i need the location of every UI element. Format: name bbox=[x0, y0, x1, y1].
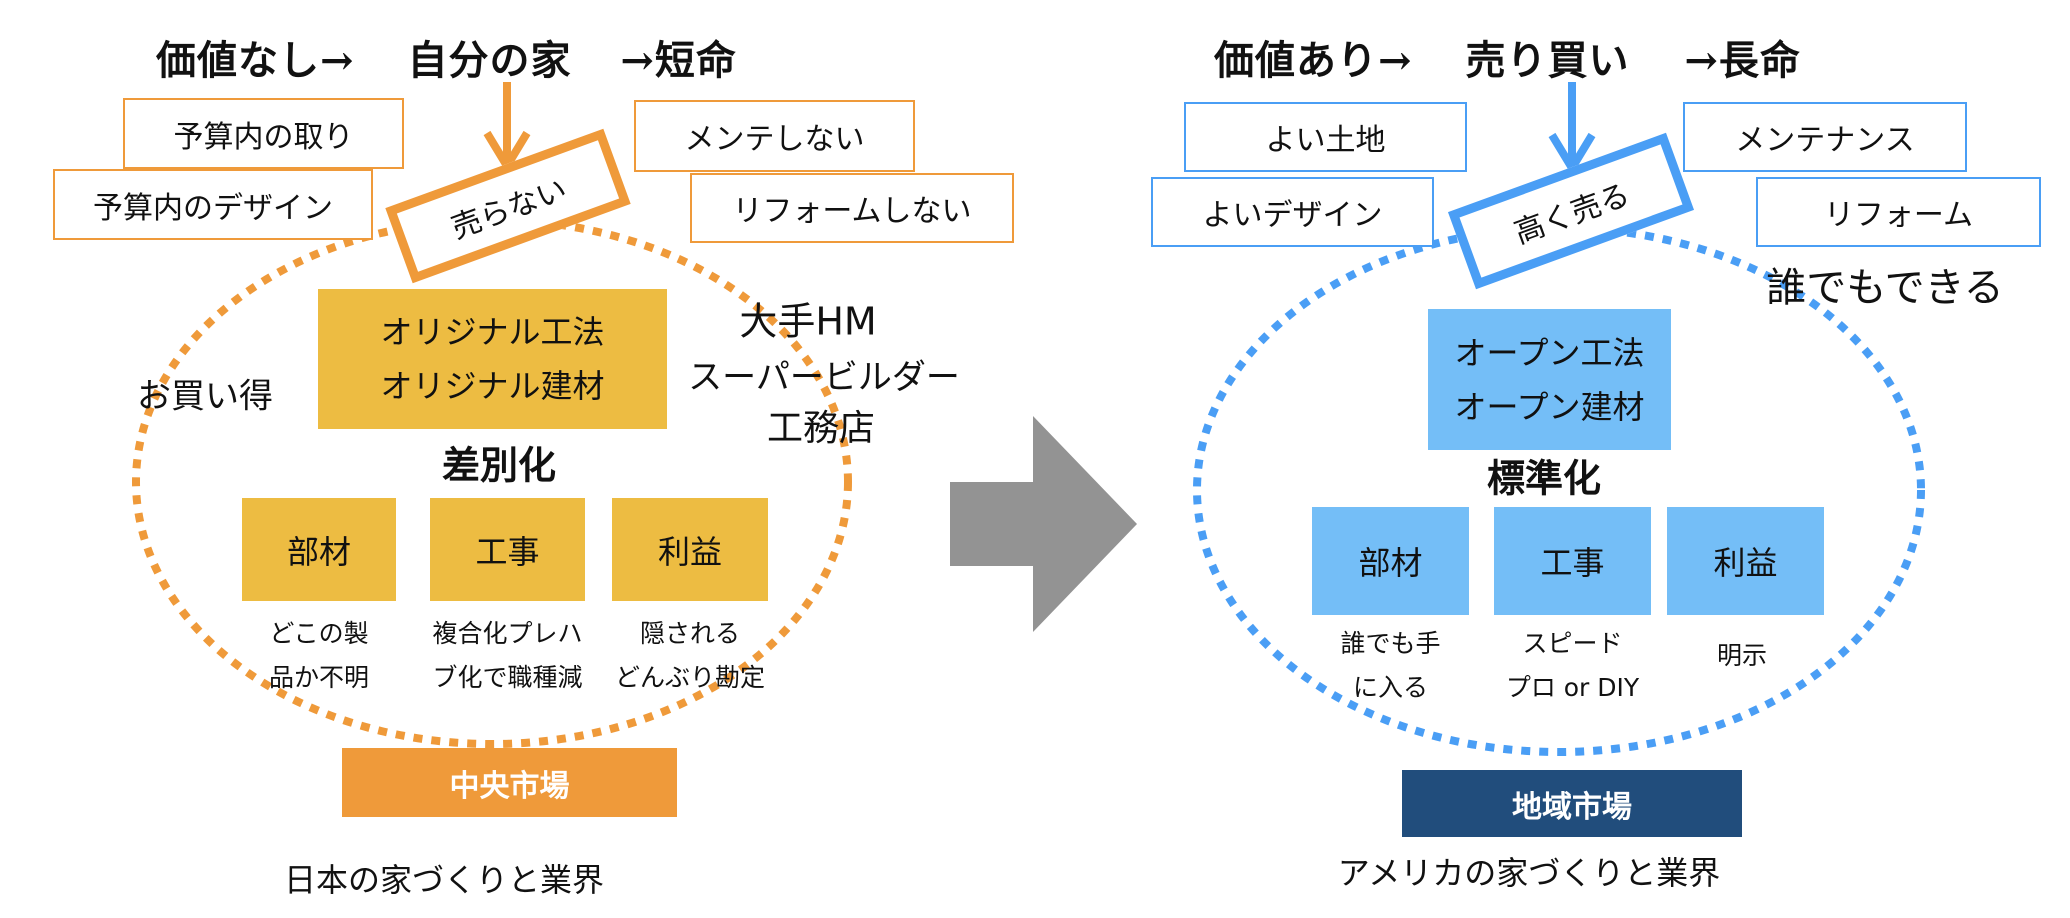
japan-pillar-construction-text: 工事 bbox=[475, 532, 540, 571]
usa-box-maintenance: メンテナンス bbox=[1683, 102, 1967, 172]
usa-title: 価値あり→ 売り買い →長命 bbox=[1214, 28, 1801, 86]
japan-box-no-maintenance: メンテしない bbox=[634, 100, 915, 172]
japan-market-text: 中央市場 bbox=[449, 768, 570, 804]
japan-title: 価値なし→ 自分の家 →短命 bbox=[156, 28, 737, 86]
japan-caption-profit: 隠される どんぶり勘定 bbox=[595, 612, 785, 700]
japan-side-right-1: 大手HM bbox=[739, 299, 877, 344]
usa-method-box: オープン工法 オープン建材 bbox=[1428, 309, 1671, 450]
usa-caption-materials: 誰でも手 に入る bbox=[1312, 622, 1469, 710]
usa-box-reform-text: リフォーム bbox=[1823, 198, 1974, 233]
usa-caption-construction: スピード プロ or DIY bbox=[1484, 622, 1661, 710]
japan-title-left: 価値なし→ bbox=[156, 37, 355, 84]
caption-line: スピード bbox=[1522, 629, 1623, 658]
japan-title-center: 自分の家 bbox=[407, 37, 572, 84]
japan-method-line-1: オリジナル工法 bbox=[380, 313, 605, 351]
caption-line: どんぶり勘定 bbox=[614, 663, 765, 692]
caption-line: ブ化で職種減 bbox=[432, 663, 583, 692]
usa-title-right: →長命 bbox=[1684, 37, 1801, 84]
usa-box-good-design-text: よいデザイン bbox=[1202, 198, 1383, 233]
usa-pillar-materials-text: 部材 bbox=[1358, 544, 1423, 582]
japan-side-right-3: 工務店 bbox=[766, 408, 876, 449]
japan-footer-caption: 日本の家づくりと業界 bbox=[283, 861, 605, 899]
usa-side-right-label: 誰でもできる bbox=[1766, 265, 2004, 311]
japan-pillar-profit-text: 利益 bbox=[657, 532, 722, 571]
usa-box-good-design: よいデザイン bbox=[1151, 177, 1434, 247]
usa-pillar-profit: 利益 bbox=[1667, 507, 1824, 615]
usa-market-badge: 地域市場 bbox=[1402, 770, 1742, 837]
japan-box-budget-design-text: 予算内のデザイン bbox=[93, 190, 333, 226]
japan-box-budget-layout-text: 予算内の取り bbox=[173, 119, 354, 155]
usa-box-maintenance-text: メンテナンス bbox=[1735, 123, 1915, 158]
japan-box-budget-layout: 予算内の取り bbox=[123, 98, 404, 169]
caption-line: 品か不明 bbox=[268, 663, 369, 692]
caption-line: どこの製 bbox=[269, 619, 369, 648]
caption-line: 明示 bbox=[1716, 641, 1767, 670]
caption-line: プロ or DIY bbox=[1505, 673, 1640, 702]
japan-method-line-2: オリジナル建材 bbox=[380, 367, 605, 405]
usa-box-good-land: よい土地 bbox=[1184, 102, 1467, 172]
caption-line: に入る bbox=[1352, 673, 1428, 702]
japan-caption-construction: 複合化プレハ ブ化で職種減 bbox=[405, 612, 610, 700]
japan-concept-label: 差別化 bbox=[441, 443, 557, 488]
japan-box-no-reform-text: リフォームしない bbox=[732, 194, 972, 229]
caption-line: 誰でも手 bbox=[1340, 629, 1441, 658]
usa-method-line-2: オープン建材 bbox=[1454, 387, 1645, 426]
japan-pillar-profit: 利益 bbox=[612, 498, 768, 601]
usa-pillar-profit-text: 利益 bbox=[1713, 544, 1778, 582]
japan-pillar-materials: 部材 bbox=[242, 498, 396, 601]
japan-box-budget-design: 予算内のデザイン bbox=[53, 169, 373, 240]
japan-down-arrow-icon bbox=[483, 82, 531, 174]
usa-method-line-1: オープン工法 bbox=[1454, 333, 1645, 372]
japan-side-left-label: お買い得 bbox=[137, 376, 273, 417]
usa-caption-profit: 明示 bbox=[1667, 634, 1817, 678]
usa-footer-caption: アメリカの家づくりと業界 bbox=[1337, 854, 1721, 892]
japan-pillar-construction: 工事 bbox=[430, 498, 585, 601]
japan-caption-materials: どこの製 品か不明 bbox=[242, 612, 396, 700]
usa-down-arrow-icon bbox=[1548, 82, 1596, 176]
usa-pillar-construction-text: 工事 bbox=[1540, 544, 1605, 582]
caption-line: 隠される bbox=[639, 619, 740, 648]
right-arrow-icon bbox=[950, 416, 1137, 632]
usa-concept-label: 標準化 bbox=[1486, 456, 1602, 501]
japan-pillar-materials-text: 部材 bbox=[286, 532, 351, 571]
usa-box-reform: リフォーム bbox=[1756, 177, 2041, 247]
japan-side-right-2: スーパービルダー bbox=[688, 357, 960, 398]
japan-title-right: →短命 bbox=[620, 37, 737, 84]
japan-method-box: オリジナル工法 オリジナル建材 bbox=[318, 289, 667, 429]
usa-box-good-land-text: よい土地 bbox=[1265, 123, 1386, 158]
usa-title-left: 価値あり→ bbox=[1214, 37, 1413, 84]
usa-pillar-materials: 部材 bbox=[1312, 507, 1469, 615]
usa-pillar-construction: 工事 bbox=[1494, 507, 1651, 615]
usa-title-center: 売り買い bbox=[1465, 37, 1630, 84]
japan-market-badge: 中央市場 bbox=[342, 748, 677, 817]
japan-box-no-reform: リフォームしない bbox=[690, 173, 1014, 243]
japan-box-no-maintenance-text: メンテしない bbox=[684, 122, 865, 157]
usa-market-text: 地域市場 bbox=[1512, 789, 1632, 825]
caption-line: 複合化プレハ bbox=[432, 619, 583, 648]
